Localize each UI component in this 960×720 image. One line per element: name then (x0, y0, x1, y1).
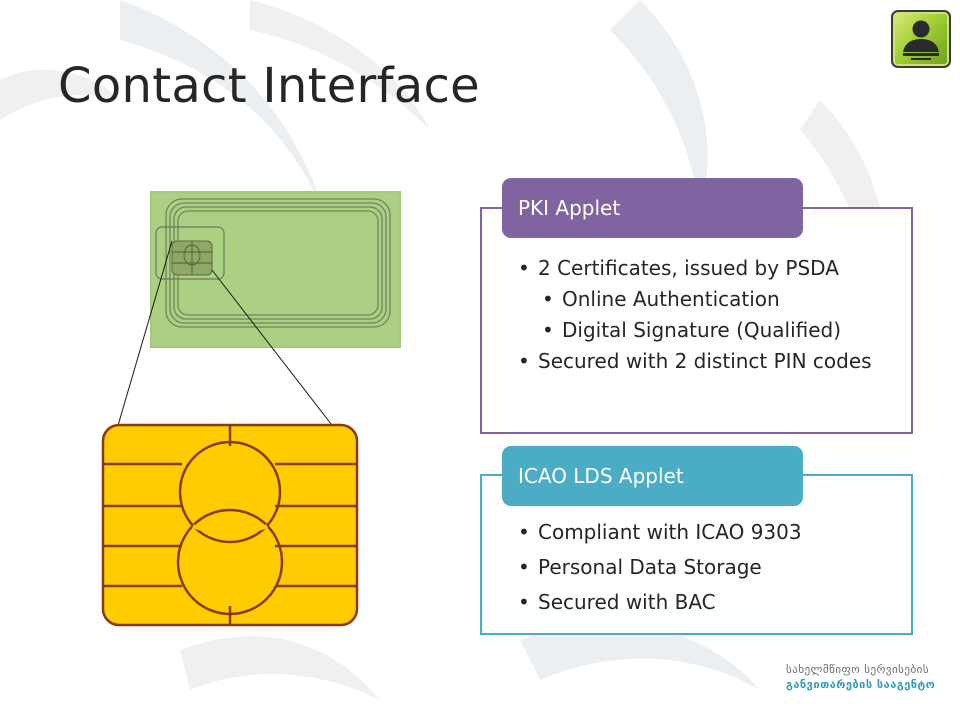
list-item: Online Authentication (516, 287, 906, 312)
list-item: 2 Certificates, issued by PSDA (516, 256, 906, 281)
user-icon[interactable] (891, 10, 951, 68)
icao-bullet-list: Compliant with ICAO 9303 Personal Data S… (516, 520, 906, 625)
list-item: Secured with BAC (516, 590, 906, 615)
pki-bullet-list: 2 Certificates, issued by PSDA Online Au… (516, 256, 906, 380)
pki-applet-tab: PKI Applet (502, 178, 803, 238)
list-item: Compliant with ICAO 9303 (516, 520, 906, 545)
agency-logo: სახელმწიფო სერვისების განვითარების სააგე… (786, 662, 936, 692)
smart-card-image (150, 191, 401, 348)
list-item: Personal Data Storage (516, 555, 906, 580)
list-item: Secured with 2 distinct PIN codes (516, 349, 906, 374)
logo-line-2: განვითარების სააგენტო (786, 678, 936, 691)
icao-applet-tab: ICAO LDS Applet (502, 446, 803, 506)
chip-contact-icon (101, 423, 359, 627)
logo-line-1: სახელმწიფო სერვისების (786, 663, 930, 676)
slide-title: Contact Interface (58, 58, 481, 114)
list-item: Digital Signature (Qualified) (516, 318, 906, 343)
